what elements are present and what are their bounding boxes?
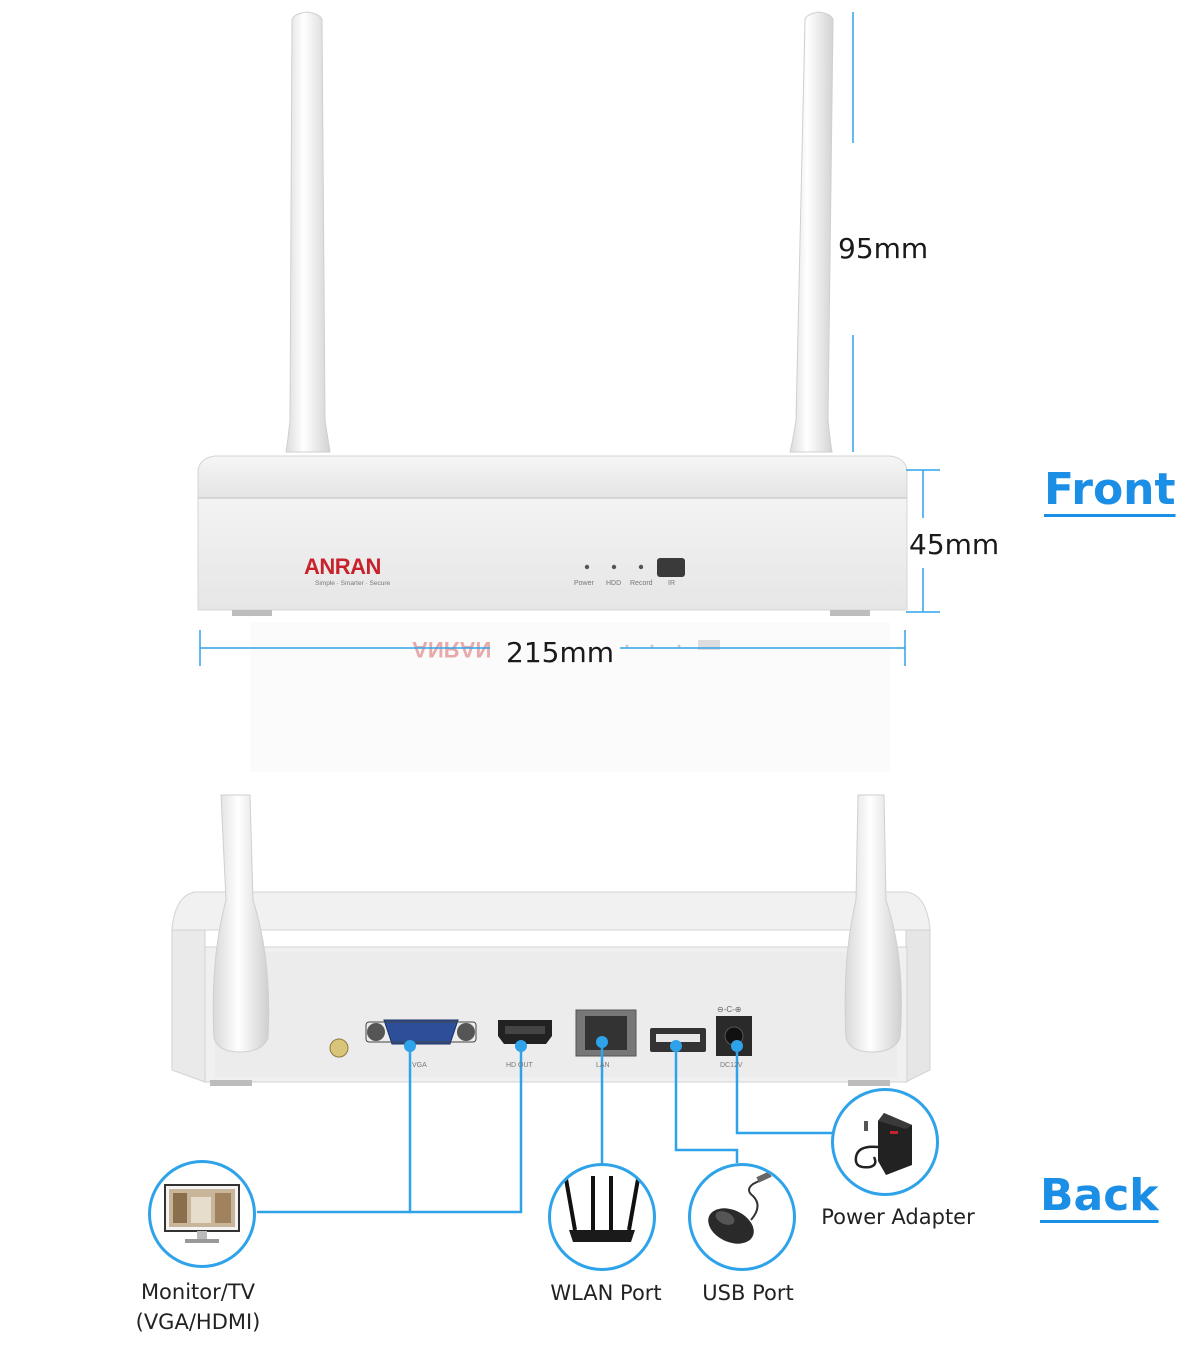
brand-tagline: Simple · Smarter · Secure (315, 580, 391, 587)
monitor-circle (148, 1160, 256, 1268)
mouse-icon (708, 1171, 772, 1244)
connection-lines (257, 1042, 833, 1214)
usb-port-caption: USB Port (702, 1281, 794, 1305)
port-label-dc: DC12V (720, 1062, 743, 1069)
router-icon (564, 1176, 640, 1242)
indicator-ir: IR (668, 580, 675, 587)
front-body (197, 497, 908, 611)
monitor-caption-line2: (VGA/HDMI) (135, 1310, 261, 1334)
usb-mouse-circle (688, 1163, 796, 1271)
usb-port (650, 1028, 706, 1052)
lan-port (575, 1009, 637, 1057)
front-view: ANRAN (197, 11, 940, 666)
indicator-power: Power (574, 580, 594, 587)
brand-logo: ANRAN (304, 554, 381, 579)
indicator-hdd: HDD (606, 580, 622, 587)
monitor-icon (164, 1184, 240, 1243)
svg-text:ANRAN: ANRAN (412, 637, 491, 662)
reset-button (329, 1038, 349, 1058)
monitor-caption-line1: Monitor/TV (140, 1280, 256, 1304)
box-width-label: 215mm (506, 636, 614, 669)
back-view: ⊖-C-⊕ (171, 794, 931, 1214)
front-view-label: Front (1044, 464, 1176, 515)
vga-port (365, 1019, 477, 1045)
box-height-label: 45mm (909, 528, 1000, 561)
antenna-height-label: 95mm (838, 232, 929, 265)
indicator-record: Record (630, 580, 653, 587)
power-adapter-caption: Power Adapter (821, 1205, 975, 1229)
wlan-port-caption: WLAN Port (550, 1281, 662, 1305)
monitor-caption: Monitor/TV (VGA/HDMI) (118, 1277, 278, 1337)
back-right-antenna (844, 794, 902, 1053)
router-circle (548, 1163, 656, 1271)
back-view-label: Back (1040, 1170, 1159, 1221)
port-label-hdout: HD OUT (506, 1062, 533, 1069)
port-label-vga: VGA (412, 1062, 427, 1069)
front-right-antenna (789, 11, 834, 453)
back-left-antenna (212, 794, 270, 1053)
svg-text:⊖-C-⊕: ⊖-C-⊕ (717, 1005, 742, 1014)
power-adapter-icon (854, 1113, 912, 1175)
front-left-antenna (285, 11, 331, 453)
ir-window (657, 558, 685, 577)
hdmi-port (498, 1020, 552, 1044)
power-adapter-circle (831, 1088, 939, 1196)
port-label-lan: LAN (596, 1062, 610, 1069)
